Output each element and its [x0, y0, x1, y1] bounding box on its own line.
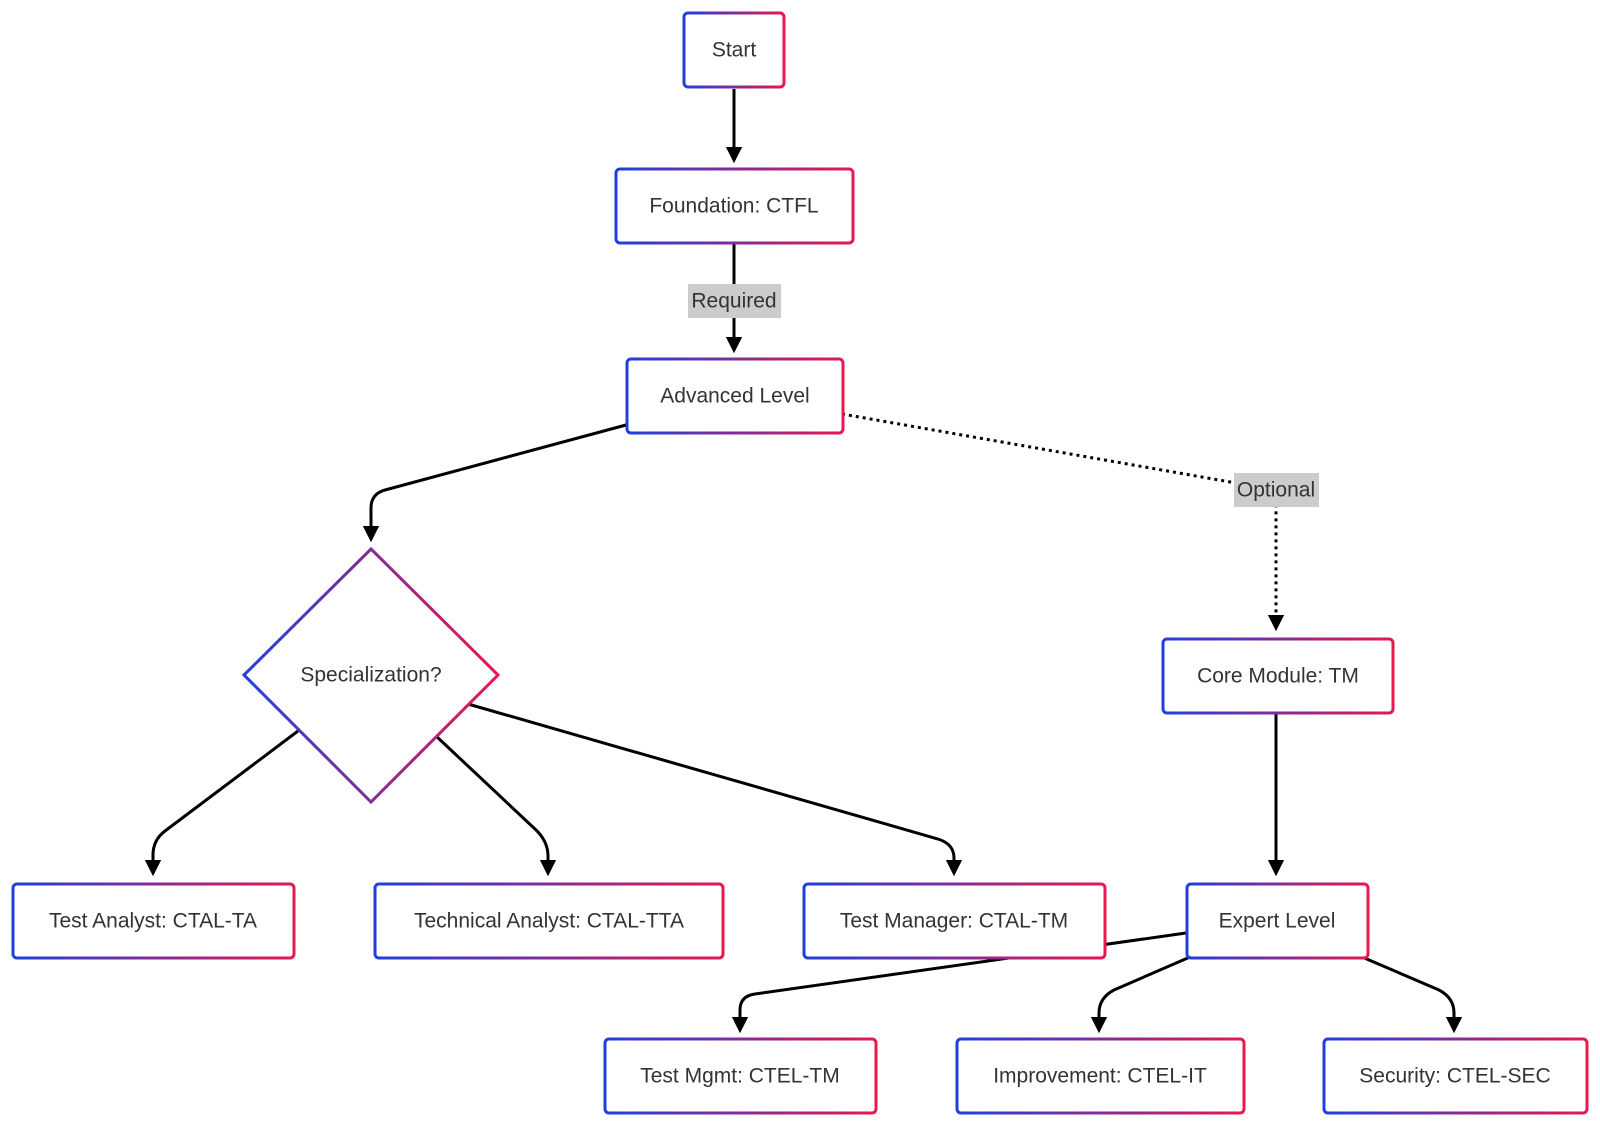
- node-test-mgmt-label: Test Mgmt: CTEL-TM: [640, 1065, 840, 1088]
- edge-expert-security: [1361, 955, 1463, 1034]
- node-core-module-label: Core Module: TM: [1197, 665, 1359, 688]
- node-test-manager-label: Test Manager: CTAL-TM: [840, 910, 1068, 933]
- node-security: Security: CTEL-SEC: [1322, 1037, 1589, 1115]
- edge-specialization-test-analyst: [144, 729, 299, 877]
- node-technical-analyst: Technical Analyst: CTAL-TTA: [373, 882, 725, 960]
- node-foundation-label: Foundation: CTFL: [649, 195, 818, 218]
- node-specialization-label: Specialization?: [300, 664, 441, 687]
- node-foundation: Foundation: CTFL: [614, 167, 855, 245]
- node-advanced-label: Advanced Level: [660, 385, 809, 408]
- edge-expert-improvement: [1090, 955, 1191, 1034]
- node-test-analyst-label: Test Analyst: CTAL-TA: [49, 910, 257, 933]
- edge-label-optional: Optional: [1234, 473, 1319, 507]
- node-core-module: Core Module: TM: [1161, 637, 1395, 715]
- edge-expert-test-mgmt: [731, 931, 1187, 1034]
- node-advanced: Advanced Level: [625, 357, 845, 435]
- node-security-label: Security: CTEL-SEC: [1359, 1065, 1550, 1088]
- node-specialization-decision: Specialization?: [241, 546, 501, 805]
- node-expert-label: Expert Level: [1219, 910, 1336, 933]
- edges: [144, 89, 1463, 1034]
- edge-label-required: Required: [688, 284, 781, 318]
- node-test-analyst: Test Analyst: CTAL-TA: [11, 882, 296, 960]
- node-start: Start: [682, 11, 786, 89]
- node-expert: Expert Level: [1185, 882, 1370, 960]
- node-test-manager: Test Manager: CTAL-TM: [802, 882, 1107, 960]
- edge-advanced-core-module: [841, 412, 1285, 632]
- node-improvement: Improvement: CTEL-IT: [955, 1037, 1246, 1115]
- node-technical-analyst-label: Technical Analyst: CTAL-TTA: [414, 910, 684, 933]
- node-test-mgmt: Test Mgmt: CTEL-TM: [603, 1037, 878, 1115]
- edge-label-required-text: Required: [691, 290, 776, 313]
- node-start-label: Start: [712, 39, 757, 62]
- node-improvement-label: Improvement: CTEL-IT: [993, 1065, 1207, 1088]
- edge-advanced-specialization: [362, 423, 627, 543]
- edge-label-optional-text: Optional: [1237, 479, 1315, 502]
- edge-specialization-technical-analyst: [434, 734, 557, 877]
- edge-specialization-test-manager: [467, 702, 963, 877]
